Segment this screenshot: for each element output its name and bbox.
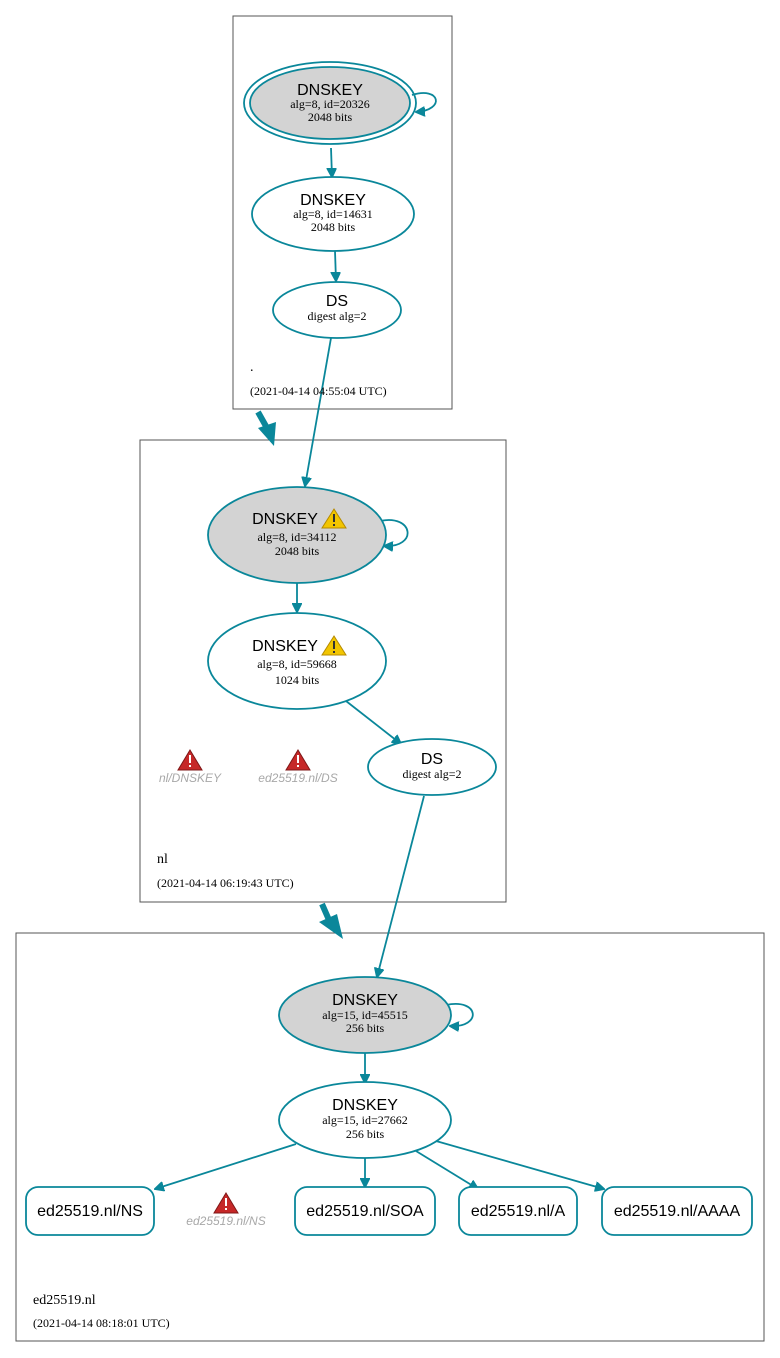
root-zsk-title: DNSKEY [300,192,366,209]
nl-zsk-title: DNSKEY [252,638,318,655]
root-ds-node[interactable]: DS digest alg=2 [272,281,402,339]
rrset-soa[interactable]: ed25519.nl/SOA [294,1186,436,1236]
nl-ksk-title: DNSKEY [252,511,318,528]
root-ksk-line1: alg=8, id=20326 [290,97,370,111]
root-zsk-line2: 2048 bits [311,220,356,234]
self-loop-nl-ksk [379,519,409,546]
ed-zone-name: ed25519.nl [33,1293,96,1308]
ed-zone-timestamp: (2021-04-14 08:18:01 UTC) [33,1316,170,1330]
rrset-aaaa-label: ed25519.nl/AAAA [614,1203,741,1220]
self-loop-root-ksk [411,92,437,112]
nl-zsk-node[interactable]: DNSKEY alg=8, id=59668 1024 bits [207,612,387,710]
edge-root-ksk-zsk [331,147,332,177]
ed-ksk-line1: alg=15, id=45515 [322,1008,408,1022]
ed-zsk-node[interactable]: DNSKEY alg=15, id=27662 256 bits [278,1081,452,1159]
rrset-a-label: ed25519.nl/A [471,1203,566,1220]
edge-root-zsk-ds [335,250,336,281]
edge-ed-zsk-ns [155,1143,297,1189]
nl-dnskey-error[interactable]: nl/DNSKEY [159,749,222,785]
nl-ksk-line2: 2048 bits [275,544,320,558]
nl-ksk-node[interactable]: DNSKEY alg=8, id=34112 2048 bits [207,486,387,584]
warning-icon [321,635,347,656]
zone-nl-box [139,439,507,903]
edge-nl-zsk-ds [345,700,401,744]
ed-zsk-title: DNSKEY [332,1097,398,1114]
ed-ksk-line2: 256 bits [346,1021,385,1035]
ed-ksk-node[interactable]: DNSKEY alg=15, id=45515 256 bits [278,976,452,1054]
nl-zone-name: nl [157,852,168,867]
rrset-a[interactable]: ed25519.nl/A [458,1186,578,1236]
nl-ds-node[interactable]: DS digest alg=2 [367,738,497,796]
self-loop-ed-ksk [445,1003,474,1026]
root-ksk-title: DNSKEY [297,82,363,99]
zone-root-box [232,15,453,410]
zone-ed25519-box [15,932,765,1342]
ed-zsk-line1: alg=15, id=27662 [322,1113,408,1127]
edge-ed-zsk-a [415,1150,478,1189]
root-zone-timestamp: (2021-04-14 04:55:04 UTC) [250,384,387,398]
nl-zone-timestamp: (2021-04-14 06:19:43 UTC) [157,876,294,890]
edge-ed-zsk-aaaa [435,1140,604,1189]
root-zone-name: . [250,360,254,375]
nl-zsk-line1: alg=8, id=59668 [257,657,337,671]
delegation-arrow-root-nl [255,410,276,446]
delegation-arrow-nl-ed25519 [319,902,343,939]
nl-dnskey-error-label: nl/DNSKEY [159,771,222,785]
error-icon [213,1192,239,1214]
warning-icon [321,508,347,529]
nl-ksk-line1: alg=8, id=34112 [257,530,336,544]
error-icon [177,749,203,771]
rrset-ns-label: ed25519.nl/NS [37,1203,143,1220]
rrset-ns[interactable]: ed25519.nl/NS [25,1186,155,1236]
nl-ds-line1: digest alg=2 [402,767,461,781]
ed-ksk-title: DNSKEY [332,992,398,1009]
rrset-aaaa[interactable]: ed25519.nl/AAAA [601,1186,753,1236]
edge-nl-ds-ed-ksk [377,795,425,977]
ed-ns-error[interactable]: ed25519.nl/NS [186,1192,266,1228]
root-zsk-node[interactable]: DNSKEY alg=8, id=14631 2048 bits [251,176,415,252]
root-zsk-line1: alg=8, id=14631 [293,207,373,221]
nl-ds-title: DS [421,751,443,768]
error-icon [285,749,311,771]
ed-zsk-line2: 256 bits [346,1127,385,1141]
root-ksk-line2: 2048 bits [308,110,353,124]
rrset-soa-label: ed25519.nl/SOA [306,1203,424,1220]
nl-zsk-line2: 1024 bits [275,673,320,687]
root-ds-line1: digest alg=2 [307,309,366,323]
ed-ns-error-label: ed25519.nl/NS [186,1214,265,1228]
root-ksk-node[interactable]: DNSKEY alg=8, id=20326 2048 bits [243,61,417,145]
nl-ds-error[interactable]: ed25519.nl/DS [258,749,338,785]
root-ds-title: DS [326,293,348,310]
nl-ds-error-label: ed25519.nl/DS [258,771,337,785]
edge-root-ds-nl-ksk [305,337,332,486]
